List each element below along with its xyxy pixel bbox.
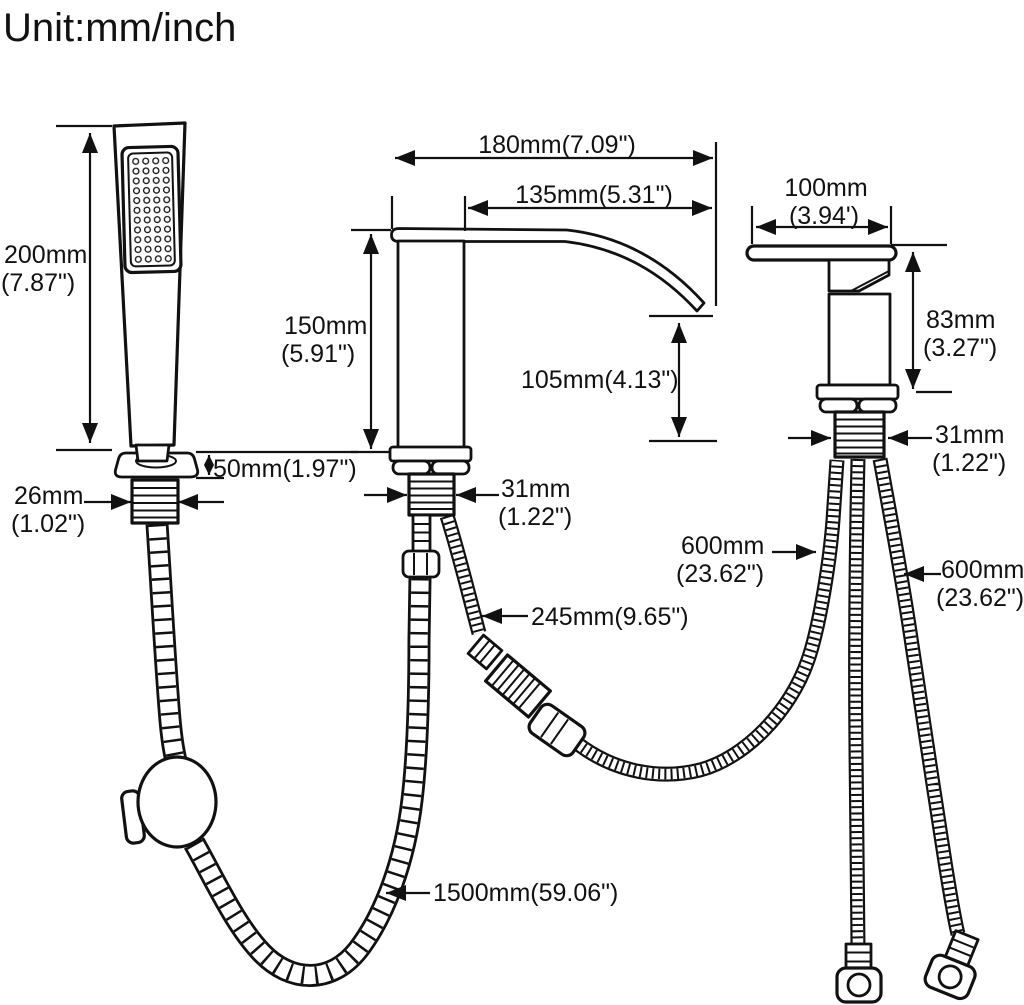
mixer-handle <box>745 244 900 459</box>
handle-neck <box>827 258 891 293</box>
dim-connector-hose: 245mm(9.65") <box>482 603 689 631</box>
spout-lobe-right <box>430 459 471 476</box>
dim-handle-height-inch: (3.27") <box>923 334 997 362</box>
dim-handle-height-mm: 83mm <box>926 306 995 334</box>
diverter-fitting <box>466 633 587 758</box>
dim-supply-hose-right: 600mm (23.62") <box>904 556 1024 612</box>
dim-shower-length: 200mm (7.87") <box>1 124 112 452</box>
dim-spout-height-mm: 150mm <box>284 312 367 340</box>
fitting-hex-nut <box>527 702 587 758</box>
page-title: Unit:mm/inch <box>3 6 236 50</box>
shower-neck <box>134 443 171 463</box>
handle-lobe-right <box>857 397 898 414</box>
spout-flange <box>388 445 473 463</box>
dim-shower-thread-mm: 26mm <box>14 482 83 510</box>
spout-hose-stem <box>401 513 441 579</box>
dimensions: 200mm (7.87") 50mm(1.97") 26mm (1.02") 1… <box>1 124 1024 907</box>
dim-shower-hose: 1500mm(59.06") <box>386 879 618 907</box>
handle-body <box>827 292 892 387</box>
dim-handle-width-mm: 100mm <box>784 174 867 202</box>
waterfall-spout <box>388 227 706 579</box>
dim-supply-hose-left: 600mm (23.62") <box>676 532 816 588</box>
spout-arm <box>390 227 706 313</box>
dim-spout-reach-outer-label: 180mm(7.09") <box>478 131 636 159</box>
dim-spout-reach-outer: 180mm(7.09") <box>390 131 718 306</box>
dim-connector-hose-label: 245mm(9.65") <box>531 603 689 631</box>
supply-middle-nut-hole <box>846 972 872 998</box>
dim-base-height: 50mm(1.97") <box>196 450 358 483</box>
dim-shower-thread-inch: (1.02") <box>11 510 85 538</box>
dim-handle-width: 100mm (3.94') <box>750 174 893 244</box>
dim-spout-reach-inner-label: 135mm(5.31") <box>515 181 673 209</box>
dim-handle-height: 83mm (3.27") <box>891 243 997 394</box>
dim-shower-thread: 26mm (1.02") <box>11 482 224 538</box>
dim-spout-clearance-label: 105mm(4.13") <box>521 366 679 394</box>
dim-base-height-label: 50mm(1.97") <box>213 455 357 483</box>
fitting-adapter <box>466 633 504 671</box>
spout-hose-nut <box>401 549 441 579</box>
handle-lever <box>745 244 898 262</box>
spray-plate-inner <box>127 151 176 268</box>
dim-spout-thread-inch: (1.22") <box>498 503 572 531</box>
dim-spout-height-inch: (5.91") <box>281 340 355 368</box>
dim-shower-length-mm: 200mm <box>4 241 87 269</box>
dim-shower-hose-label: 1500mm(59.06") <box>433 879 618 907</box>
dim-supply-left-inch: (23.62") <box>676 560 764 588</box>
supply-middle-end-fitting <box>835 942 883 1004</box>
hand-shower <box>112 121 200 525</box>
dim-spout-clearance: 105mm(4.13") <box>521 314 717 443</box>
dim-handle-thread-mm: 31mm <box>935 421 1004 449</box>
handle-thread <box>833 410 886 459</box>
fitting-threaded-body <box>484 653 552 719</box>
dim-handle-width-inch: (3.94') <box>789 202 859 230</box>
handle-lobe-left <box>818 397 859 414</box>
connector-hose-245mm <box>447 516 479 633</box>
spray-nozzles <box>130 155 174 264</box>
supply-right-nut-hole <box>937 964 963 990</box>
dim-shower-length-inch: (7.87") <box>1 269 75 297</box>
dim-spout-thread: 31mm (1.22") <box>364 475 572 531</box>
shower-hose-1500mm <box>157 524 420 976</box>
ring-body <box>136 755 218 849</box>
shower-thread <box>130 478 180 525</box>
spout-column <box>396 239 466 450</box>
dim-supply-right-inch: (23.62") <box>936 584 1024 612</box>
dim-handle-thread-inch: (1.22") <box>932 449 1006 477</box>
dim-spout-height: 150mm (5.91") <box>281 228 391 454</box>
supply-right-end-fitting <box>923 929 980 1001</box>
spout-thread <box>407 472 456 517</box>
supply-hose-right <box>880 459 958 934</box>
supply-hose-middle <box>856 459 858 946</box>
dim-handle-thread: 31mm (1.22") <box>788 421 1006 477</box>
dim-supply-left-mm: 600mm <box>681 532 764 560</box>
spout-lobe-left <box>391 459 432 476</box>
dim-spout-thread-mm: 31mm <box>501 475 570 503</box>
dim-supply-right-mm: 600mm <box>941 556 1024 584</box>
handle-neck-edge <box>850 270 890 292</box>
dim-spout-reach-inner: 135mm(5.31") <box>463 181 712 231</box>
handle-flange <box>815 383 900 401</box>
hose-holder-ring <box>120 755 218 849</box>
